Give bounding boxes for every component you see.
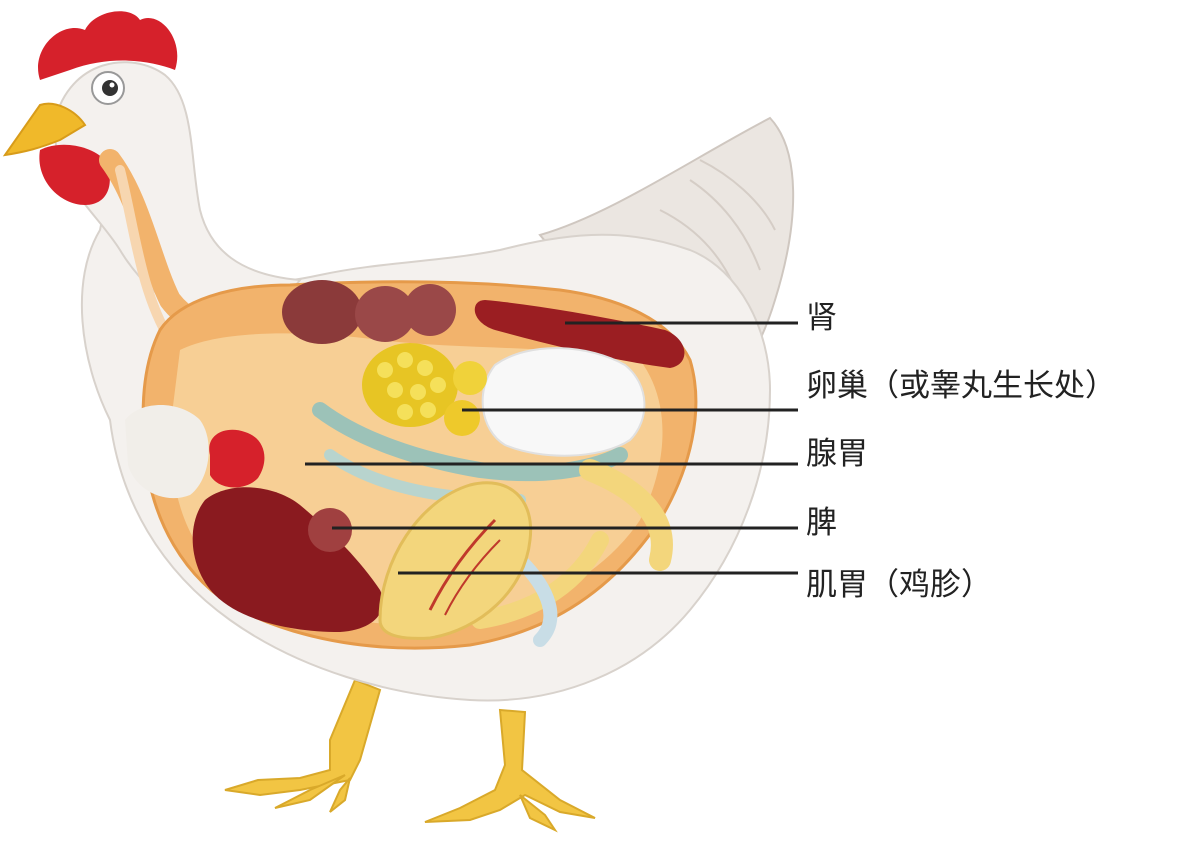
- chicken-comb: [38, 11, 178, 80]
- air-sac: [125, 405, 209, 499]
- label-gizzard: 肌胃（鸡胗）: [806, 567, 992, 603]
- ovary-organ: [362, 343, 487, 436]
- kidney-organ: [474, 300, 685, 368]
- liver-organ: [192, 487, 384, 632]
- trachea: [115, 165, 175, 345]
- label-proventriculus: 腺胃: [806, 436, 868, 472]
- label-spleen: 脾: [806, 505, 837, 541]
- leader-lines: [305, 321, 798, 575]
- chicken-neck: [53, 61, 302, 332]
- oviduct-egg: [481, 347, 646, 457]
- chicken-eye: [91, 71, 125, 105]
- label-kidney: 肾: [806, 300, 837, 336]
- chicken-beak: [2, 102, 87, 157]
- label-ovary: 卵巢（或睾丸生长处）: [806, 368, 1116, 404]
- spleen-organ: [308, 508, 352, 552]
- chicken-legs: [224, 678, 596, 833]
- chicken-wattle: [39, 144, 110, 205]
- heart-organ: [209, 429, 265, 488]
- lungs: [282, 280, 456, 344]
